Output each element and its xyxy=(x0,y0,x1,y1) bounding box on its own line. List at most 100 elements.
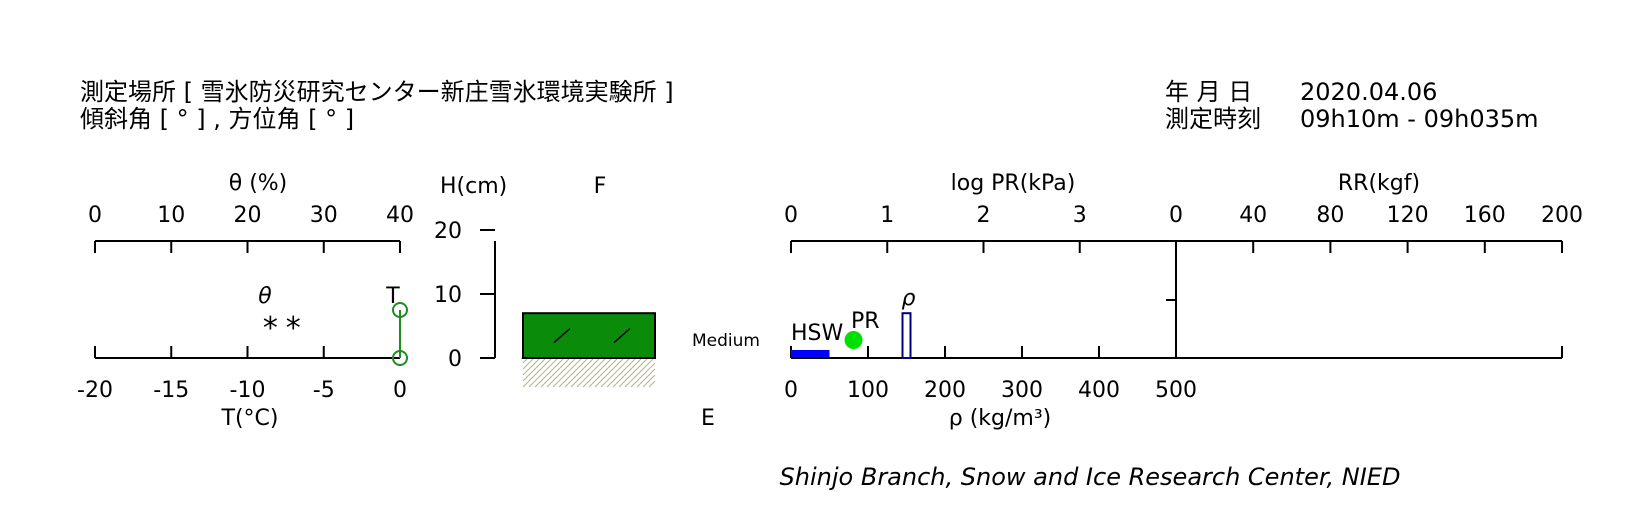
temperature-point xyxy=(392,302,408,318)
hardness-label: Medium xyxy=(692,331,760,351)
moisture-axis-ticks: 0 10 20 30 40 xyxy=(88,203,414,253)
temperature-axis-title: T(°C) xyxy=(221,406,279,431)
ground-hatch-line xyxy=(624,358,654,388)
temperature-tick-label: 0 xyxy=(393,378,407,403)
rr-tick-label: 0 xyxy=(1169,203,1183,228)
temperature-moisture-marks: ** xyxy=(263,302,408,366)
rr-tick-label: 40 xyxy=(1239,203,1267,228)
temperature-moisture-panel: θ (%) 0 10 20 30 40 -20 -15 -10 -5 0 T(°C) θ T *… xyxy=(77,171,414,431)
theta-series-label: θ xyxy=(258,284,272,309)
temperature-point xyxy=(392,350,408,366)
rr-axis-title: RR(kgf) xyxy=(1338,171,1420,196)
ground-hatch-line xyxy=(600,358,630,388)
density-tick-label: 500 xyxy=(1155,378,1197,403)
time-label: 測定時刻 xyxy=(1165,105,1261,133)
ground-hatch-line xyxy=(642,374,656,388)
ground-hatch-line xyxy=(588,358,618,388)
density-tick-label: 200 xyxy=(924,378,966,403)
ground-hatch-line xyxy=(582,358,612,388)
density-label: ρ xyxy=(902,286,916,311)
theta-point: * xyxy=(263,311,278,346)
density-axis-ticks: 0 100 200 300 400 500 xyxy=(784,346,1563,403)
ground-hatch-line xyxy=(618,358,648,388)
grain-shape-mark xyxy=(553,328,571,344)
layer-top-label: F xyxy=(594,174,607,199)
temperature-axis-ticks: -20 -15 -10 -5 0 xyxy=(77,346,407,403)
ground-hatch-line xyxy=(540,358,570,388)
ground-hatch-line xyxy=(558,358,588,388)
ground-hatch-line xyxy=(630,362,656,388)
ground-hatch-line xyxy=(648,380,656,388)
ground-hatch-line xyxy=(534,358,564,388)
density-axis-title: ρ (kg/m³) xyxy=(949,406,1052,431)
snow-layer-panel: H(cm) F E 0 10 20 xyxy=(434,174,715,431)
temperature-tick-label: -15 xyxy=(153,378,189,403)
pr-tick-label: 2 xyxy=(977,203,991,228)
height-axis-ticks: 0 10 20 xyxy=(434,219,495,372)
location-line: 測定場所 [ 雪氷防災研究センター新庄雪氷環境実験所 ] xyxy=(80,78,674,106)
moisture-axis-title: θ (%) xyxy=(229,171,288,196)
temperature-tick-label: -5 xyxy=(313,378,335,403)
ground-hatch-line xyxy=(552,358,582,388)
ground-hatch-line xyxy=(612,358,642,388)
moisture-tick-label: 30 xyxy=(310,203,338,228)
height-tick-label: 0 xyxy=(448,347,462,372)
temperature-tick-label: -20 xyxy=(77,378,113,403)
ground-hatch-line xyxy=(522,358,540,376)
density-tick-label: 100 xyxy=(847,378,889,403)
credit-line: Shinjo Branch, Snow and Ice Research Cen… xyxy=(780,463,1401,491)
density-bar xyxy=(901,312,912,360)
pr-tick-label: 0 xyxy=(784,203,798,228)
angle-line: 傾斜角 [ ° ] , 方位角 [ ° ] xyxy=(80,105,354,133)
rr-tick-label: 120 xyxy=(1387,203,1429,228)
rr-tick-label: 160 xyxy=(1464,203,1506,228)
layer-bottom-label: E xyxy=(701,406,715,431)
ground-hatch-line xyxy=(606,358,636,388)
ground-hatch-line xyxy=(636,368,656,388)
temperature-series-label: T xyxy=(385,284,400,309)
height-tick-label: 20 xyxy=(434,219,462,244)
time-value: 09h10m - 09h035m xyxy=(1300,105,1539,133)
density-tick-label: 0 xyxy=(784,378,798,403)
snow-layer xyxy=(522,312,656,360)
pr-tick-label: 3 xyxy=(1073,203,1087,228)
ground-hatch-line xyxy=(522,358,552,388)
snow-layers xyxy=(522,312,656,360)
ground-hatch-line xyxy=(570,358,600,388)
pr-label: PR xyxy=(851,309,880,334)
ground-hatch-line xyxy=(594,358,624,388)
moisture-tick-label: 0 xyxy=(88,203,102,228)
ground-hatch-line xyxy=(576,358,606,388)
date-label: 年 月 日 xyxy=(1165,78,1252,106)
moisture-tick-label: 10 xyxy=(157,203,185,228)
height-axis-title: H(cm) xyxy=(440,174,507,199)
theta-point: * xyxy=(286,311,301,346)
rr-tick-label: 80 xyxy=(1316,203,1344,228)
date-value: 2020.04.06 xyxy=(1300,78,1437,106)
pr-axis-ticks: 0 1 2 3 xyxy=(784,203,1087,253)
ground-hatch-line xyxy=(564,358,594,388)
moisture-tick-label: 20 xyxy=(234,203,262,228)
ground-hatch-line xyxy=(546,358,576,388)
ground-hatch-line xyxy=(522,358,546,382)
pr-tick-label: 1 xyxy=(880,203,894,228)
ground-hatch-line xyxy=(522,358,534,370)
pr-point xyxy=(844,331,863,349)
rr-tick-label: 200 xyxy=(1541,203,1583,228)
density-tick-label: 400 xyxy=(1078,378,1120,403)
ground-hatch-line xyxy=(528,358,558,388)
temperature-tick-label: -10 xyxy=(230,378,266,403)
pr-axis-title: log PR(kPa) xyxy=(951,171,1076,196)
hsw-label: HSW xyxy=(791,321,844,346)
ground-hatch-line xyxy=(522,358,528,364)
grain-shape-mark xyxy=(613,328,631,344)
hsw-bar xyxy=(791,350,830,357)
height-tick-label: 10 xyxy=(434,283,462,308)
moisture-tick-label: 40 xyxy=(386,203,414,228)
density-tick-label: 300 xyxy=(1001,378,1043,403)
rr-axis-ticks: 0 40 80 120 160 200 xyxy=(1169,203,1583,253)
density-hardness-marks: HSW PR ρ xyxy=(791,286,916,360)
ground-hatch xyxy=(520,356,656,388)
